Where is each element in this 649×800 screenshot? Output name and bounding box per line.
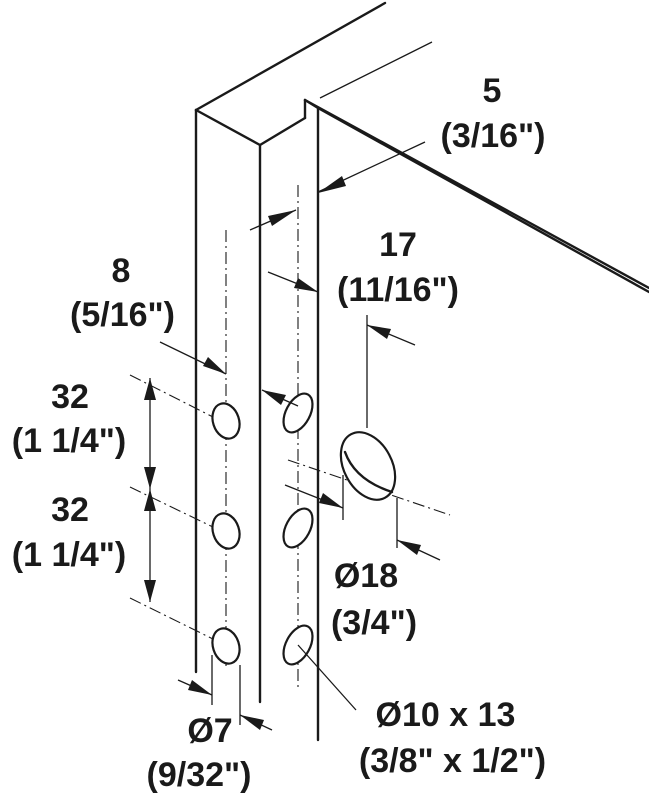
edge-setback-metric: 8	[111, 252, 131, 290]
dim-panel-thickness	[249, 141, 426, 231]
pin-hole-imperial: (3/8" x 1/2")	[358, 742, 547, 780]
dim-large-hole	[284, 475, 441, 561]
pin-hole-metric: Ø10 x 13	[375, 696, 516, 734]
small-holes	[211, 402, 241, 665]
spacing-upper-metric: 32	[51, 378, 89, 416]
dim-pin-hole-leader	[297, 644, 357, 711]
centre-lines	[129, 185, 451, 690]
large-hole-imperial: (3/4")	[330, 604, 418, 642]
small-hole-imperial: (9/32")	[146, 756, 252, 794]
dim-small-hole	[177, 655, 273, 731]
hinge-setback-metric: 17	[379, 226, 417, 264]
panel-thickness-imperial: (3/16")	[440, 117, 546, 155]
hinge-setback-imperial: (11/16")	[337, 271, 459, 309]
spacing-lower-imperial: (1 1/4")	[11, 536, 127, 574]
dim-vertical-spacing	[144, 378, 156, 602]
spacing-lower-metric: 32	[51, 491, 89, 529]
panel-thickness-metric: 5	[482, 72, 502, 110]
small-hole-top	[211, 402, 241, 440]
large-hole	[339, 431, 397, 501]
cabinet-panel	[194, 1, 649, 742]
pin-hole-middle	[282, 507, 314, 549]
pin-holes	[282, 392, 314, 666]
large-hole-metric: Ø18	[333, 557, 399, 595]
small-hole-bottom	[211, 627, 241, 665]
spacing-upper-imperial: (1 1/4")	[11, 422, 127, 460]
edge-setback-imperial: (5/16")	[70, 296, 175, 334]
small-hole-middle	[211, 512, 241, 550]
dim-hinge-setback	[267, 271, 416, 428]
small-hole-metric: Ø7	[187, 712, 233, 750]
dim-edge-setback	[159, 341, 299, 407]
